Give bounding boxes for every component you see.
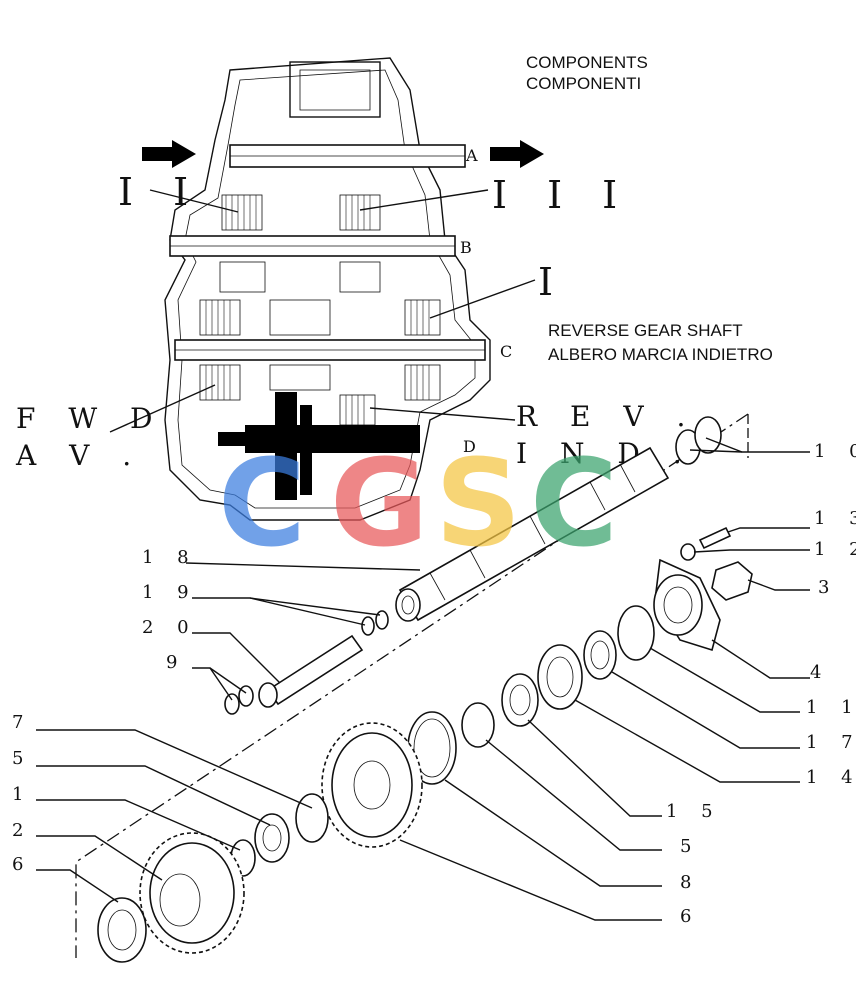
callout-5-left: 5 [12, 748, 32, 769]
bushing-5 [461, 702, 495, 748]
reverse-gear-shaft [395, 446, 670, 622]
axis-centerline [75, 413, 749, 958]
gear-label-ii: I I [118, 170, 202, 214]
bearing-15 [501, 673, 539, 727]
callout-1: 1 [12, 784, 32, 805]
callout-14: 1 4 [806, 767, 856, 788]
shaft-label-d: D [463, 437, 476, 456]
o-ring-9a [224, 693, 240, 715]
bearing-6-left [97, 897, 147, 963]
gear-label-iii: I I I [492, 173, 631, 217]
nut-3 [711, 561, 753, 601]
snap-ring-10b [694, 416, 722, 454]
callout-10: 1 0 [814, 441, 856, 462]
output-arrow-icon [490, 140, 544, 168]
callout-19: 1 9 [142, 582, 198, 603]
bolt-13 [698, 526, 732, 550]
callout-18: 1 8 [142, 547, 198, 568]
callout-7: 7 [12, 712, 32, 733]
pin-20 [266, 634, 364, 706]
cgsc-watermark-logo: C G S C [218, 435, 618, 574]
seal-ring-11 [617, 605, 655, 661]
header-shaft-it: ALBERO MARCIA INDIETRO [548, 345, 773, 364]
o-ring-19a [361, 616, 375, 636]
callout-2: 2 [12, 820, 32, 841]
gearbox-cross-section [164, 57, 491, 521]
shaft-label-a: A [465, 146, 478, 165]
callout-6-left: 6 [12, 854, 32, 875]
callout-13: 1 3 [814, 508, 856, 529]
header-components-en: COMPONENTS [526, 53, 648, 72]
callout-17: 1 7 [806, 732, 856, 753]
callout-8: 8 [680, 872, 700, 893]
callout-4: 4 [810, 662, 830, 683]
callout-9: 9 [166, 652, 186, 673]
input-arrow-icon [142, 140, 196, 168]
svg-text:C: C [218, 435, 306, 574]
callout-5-right: 5 [680, 836, 700, 857]
svg-text:G: G [330, 435, 429, 574]
washer-12 [680, 543, 696, 561]
svg-text:S: S [435, 435, 521, 574]
bearing-5 [254, 813, 290, 863]
snap-ring-7 [295, 793, 329, 843]
callout-12: 1 2 [814, 539, 856, 560]
header-shaft-en: REVERSE GEAR SHAFT [548, 321, 743, 340]
gear-label-av: A V . [15, 439, 143, 472]
gear-label-i: I [538, 260, 567, 304]
shaft-label-b: B [460, 238, 472, 257]
shaft-label-c: C [500, 342, 512, 361]
callout-15: 1 5 [666, 801, 722, 822]
gear-label-rev: R E V . [516, 400, 697, 433]
callout-6-right: 6 [680, 906, 700, 927]
header-components-it: COMPONENTI [526, 74, 641, 93]
callout-3: 3 [818, 577, 838, 598]
o-ring-19b [375, 610, 389, 630]
callout-20: 2 0 [142, 617, 198, 638]
bearing-14 [537, 644, 583, 710]
gear-label-fwd: F W D [16, 402, 164, 435]
spacer-17 [583, 630, 617, 680]
svg-text:C: C [530, 435, 618, 574]
callout-11: 1 1 [806, 697, 856, 718]
